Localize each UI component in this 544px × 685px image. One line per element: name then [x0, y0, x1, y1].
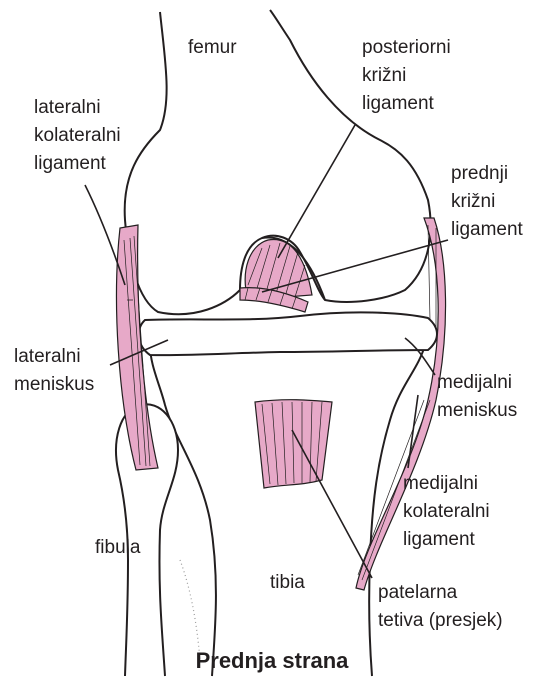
label-lcl-line1: lateralni — [34, 97, 101, 118]
label-femur: femur — [188, 37, 237, 58]
label-pcl-line2: križni — [362, 65, 406, 86]
label-lcl-line3: ligament — [34, 153, 107, 174]
label-medial-meniscus-line1: medijalni — [437, 372, 512, 393]
label-pcl-line3: ligament — [362, 93, 435, 114]
label-patellar-tendon-line2: tetiva (presjek) — [378, 610, 503, 631]
label-lateral-meniscus-line1: lateralni — [14, 346, 81, 367]
patellar-tendon-leader — [292, 430, 372, 578]
patellar-tendon-section — [255, 400, 332, 488]
label-acl-line2: križni — [451, 191, 495, 212]
label-lateral-meniscus-line2: meniskus — [14, 374, 94, 395]
label-acl-line1: prednji — [451, 163, 508, 184]
label-mcl-line2: kolateralni — [403, 501, 490, 522]
meniscus-band — [139, 312, 437, 355]
label-lcl-line2: kolateralni — [34, 125, 121, 146]
label-mcl-line3: ligament — [403, 529, 476, 550]
label-mcl-line1: medijalni — [403, 473, 478, 494]
label-acl-line3: ligament — [451, 219, 524, 240]
figure-title: Prednja strana — [196, 648, 350, 673]
label-pcl-line1: posteriorni — [362, 37, 451, 58]
label-medial-meniscus-line2: meniskus — [437, 400, 517, 421]
label-fibula: fibula — [95, 537, 141, 558]
label-patellar-tendon-line1: patelarna — [378, 582, 458, 603]
label-tibia: tibia — [270, 572, 305, 593]
